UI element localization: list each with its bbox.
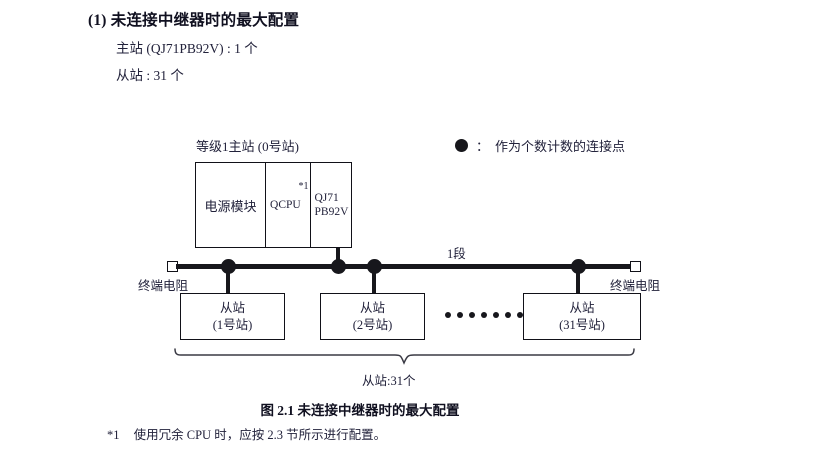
slave-station-title: 从站 [219, 301, 245, 316]
slave-station-title: 从站 [359, 301, 385, 316]
filled-circle-icon [455, 139, 468, 152]
section-title-text: 未连接中继器时的最大配置 [110, 12, 300, 29]
legend-colon: ： [476, 139, 490, 154]
page-title: (1) 未连接中继器时的最大配置 [88, 8, 728, 30]
module-qcpu-label: QCPU [270, 199, 301, 211]
drop-line-slave-31 [576, 266, 580, 294]
ellipsis-dot [505, 312, 511, 318]
terminating-resistor-right-label: 终端电阻 [610, 279, 661, 293]
terminating-resistor-right-icon [630, 261, 641, 272]
ellipsis-dot [445, 312, 451, 318]
module-power-supply-label: 电源模块 [204, 198, 257, 214]
footnote-text: 使用冗余 CPU 时，应按 2.3 节所示进行配置。 [133, 428, 387, 442]
segment-label: 1段 [447, 247, 466, 261]
ellipsis-dot [517, 312, 523, 318]
legend-label: 作为个数计数的连接点 [495, 139, 626, 154]
slave-station-box: 从站 (31号站) [523, 293, 641, 340]
ellipsis-indicator [445, 312, 523, 318]
slave-station-number: (2号站) [352, 317, 393, 332]
module-qcpu-footnote-mark: *1 [298, 181, 309, 192]
slave-station-number: (1号站) [212, 317, 253, 332]
drop-line-slave-1 [226, 266, 230, 294]
module-qcpu: QCPU *1 [265, 163, 309, 247]
footnote: *1 使用冗余 CPU 时，应按 2.3 节所示进行配置。 [107, 424, 386, 443]
master-drop-line [336, 248, 340, 266]
heading-block: (1) 未连接中继器时的最大配置 主站 (QJ71PB92V) : 1 个 从站… [88, 8, 728, 84]
spec-master: 主站 (QJ71PB92V) : 1 个 [116, 41, 258, 56]
brace-icon [174, 348, 635, 365]
master-station-label: 等级1主站 (0号站) [196, 139, 299, 154]
slave-station-number: (31号站) [559, 317, 605, 332]
slave-station-box: 从站 (2号站) [320, 293, 425, 340]
master-station-rack: 电源模块 QCPU *1 QJ71 PB92V [195, 162, 352, 248]
legend: ： 作为个数计数的连接点 [455, 136, 625, 155]
spec-slave: 从站 : 31 个 [116, 68, 184, 83]
module-qj71pb92v-label-line2: PB92V [314, 206, 349, 218]
slave-total-brace [170, 348, 640, 375]
ellipsis-dot [457, 312, 463, 318]
terminating-resistor-left-label: 终端电阻 [138, 279, 189, 293]
ellipsis-dot [469, 312, 475, 318]
drop-line-slave-2 [372, 266, 376, 294]
module-qj71pb92v: QJ71 PB92V [309, 163, 352, 247]
slave-station-box: 从站 (1号站) [180, 293, 285, 340]
bus-trunk-line [176, 264, 636, 269]
slave-total-label: 从站:31个 [362, 374, 416, 388]
connection-node-master [331, 259, 346, 274]
slave-station-title: 从站 [569, 301, 595, 316]
figure-caption: 图 2.1 未连接中继器时的最大配置 [260, 403, 460, 418]
footnote-mark: *1 [107, 428, 120, 442]
ellipsis-dot [481, 312, 487, 318]
module-qj71pb92v-label-line1: QJ71 [314, 191, 339, 204]
section-number: (1) [88, 12, 107, 29]
ellipsis-dot [493, 312, 499, 318]
module-power-supply: 电源模块 [196, 163, 265, 247]
